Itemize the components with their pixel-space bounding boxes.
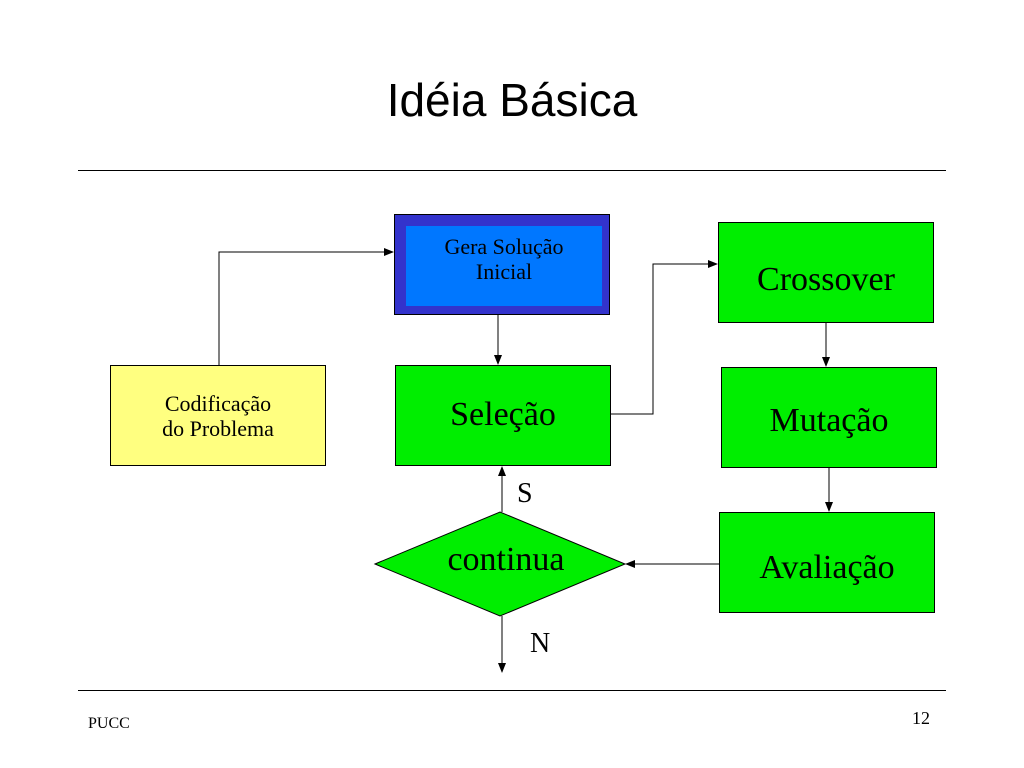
page-number: 12 — [912, 708, 930, 728]
title-divider — [78, 170, 946, 171]
gera-solucao-box: Gera Solução Inicial — [406, 226, 602, 306]
footer-organization: PUCC — [88, 715, 130, 732]
codificacao-box: Codificação do Problema — [110, 365, 326, 466]
arrow-selecao-to-crossover — [611, 260, 718, 415]
decision-label: continua — [447, 541, 565, 578]
selecao-box: Seleção — [395, 365, 611, 466]
branch-no-label: N — [530, 628, 551, 659]
crossover-box: Crossover — [718, 222, 934, 323]
footer-divider — [78, 690, 946, 691]
slide-title: Idéia Básica — [386, 74, 638, 126]
avaliacao-box: Avaliação — [719, 512, 935, 613]
mutacao-box: Mutação — [721, 367, 937, 468]
branch-yes-label: S — [517, 478, 533, 509]
arrow-codificacao-to-gera — [218, 248, 394, 365]
